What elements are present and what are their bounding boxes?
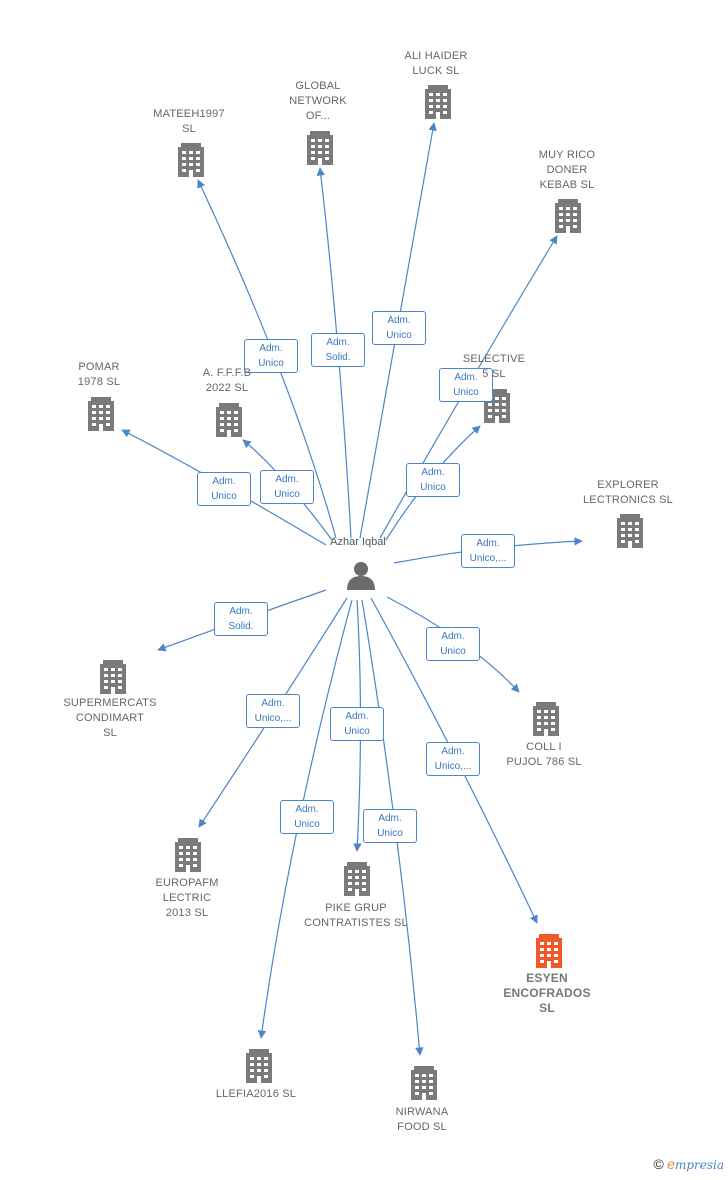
company-label-pike[interactable]: PIKE GRUP CONTRATISTES SL bbox=[304, 902, 408, 929]
building-icon[interactable] bbox=[344, 862, 370, 896]
role-badge-selective: Adm. Unico bbox=[406, 463, 460, 497]
building-icon[interactable] bbox=[536, 934, 562, 968]
building-icon[interactable] bbox=[307, 131, 333, 165]
role-badge-pike: Adm. Unico bbox=[330, 707, 384, 741]
building-icon[interactable] bbox=[216, 403, 242, 437]
role-badge-mateeh: Adm. Unico bbox=[244, 339, 298, 373]
building-icon[interactable] bbox=[88, 397, 114, 431]
role-badge-muy: Adm. Unico bbox=[439, 368, 493, 402]
building-icon[interactable] bbox=[175, 838, 201, 872]
building-icon[interactable] bbox=[411, 1066, 437, 1100]
building-icon[interactable] bbox=[533, 702, 559, 736]
role-badge-pomar: Adm. Unico bbox=[197, 472, 251, 506]
company-label-coll[interactable]: COLL I PUJOL 786 SL bbox=[506, 741, 582, 768]
company-label-afff[interactable]: A. F.F.F.B 2022 SL bbox=[202, 367, 252, 394]
role-badge-supermercats: Adm. Solid. bbox=[214, 602, 268, 636]
company-label-mateeh[interactable]: MATEEH1997 SL bbox=[153, 108, 225, 135]
building-icon[interactable] bbox=[246, 1049, 272, 1083]
building-icon[interactable] bbox=[555, 199, 581, 233]
role-badge-afff: Adm. Unico bbox=[260, 470, 314, 504]
company-label-esyen[interactable]: ESYEN ENCOFRADOS SL bbox=[503, 971, 591, 1015]
role-badge-ali: Adm. Unico bbox=[372, 311, 426, 345]
role-badge-llefia: Adm. Unico bbox=[280, 800, 334, 834]
person-icon[interactable] bbox=[347, 562, 375, 590]
company-label-global[interactable]: GLOBAL NETWORK OF... bbox=[289, 80, 347, 122]
footer-credit: © empresia bbox=[653, 1156, 724, 1172]
building-icon[interactable] bbox=[178, 143, 204, 177]
copyright-symbol: © bbox=[653, 1156, 664, 1172]
company-label-selective[interactable]: SELECTIVE 5 SL bbox=[462, 353, 526, 380]
company-label-pomar[interactable]: POMAR 1978 SL bbox=[77, 361, 121, 388]
role-badge-nirwana: Adm. Unico bbox=[363, 809, 417, 843]
person-name[interactable]: Azhar Iqbal bbox=[330, 536, 386, 548]
role-badge-explorer: Adm. Unico,... bbox=[461, 534, 515, 568]
company-label-muy[interactable]: MUY RICO DONER KEBAB SL bbox=[538, 149, 596, 191]
building-icon[interactable] bbox=[100, 660, 126, 694]
role-badge-europafm: Adm. Unico,... bbox=[246, 694, 300, 728]
role-badge-global: Adm. Solid. bbox=[311, 333, 365, 367]
company-label-ali[interactable]: ALI HAIDER LUCK SL bbox=[404, 50, 468, 77]
company-label-explorer[interactable]: EXPLORER LECTRONICS SL bbox=[582, 479, 673, 506]
brand-logo-text[interactable]: mpresia bbox=[674, 1158, 724, 1172]
company-label-europafm[interactable]: EUROPAFM LECTRIC 2013 SL bbox=[155, 877, 219, 919]
brand-logo-initial: e bbox=[667, 1156, 675, 1172]
company-label-supermercats[interactable]: SUPERMERCATS CONDIMART SL bbox=[63, 697, 157, 739]
role-badge-coll: Adm. Unico bbox=[426, 627, 480, 661]
company-label-nirwana[interactable]: NIRWANA FOOD SL bbox=[395, 1106, 449, 1133]
company-label-llefia[interactable]: LLEFIA2016 SL bbox=[215, 1088, 297, 1100]
role-badge-esyen: Adm. Unico,... bbox=[426, 742, 480, 776]
building-icon[interactable] bbox=[425, 85, 451, 119]
building-icon[interactable] bbox=[617, 514, 643, 548]
